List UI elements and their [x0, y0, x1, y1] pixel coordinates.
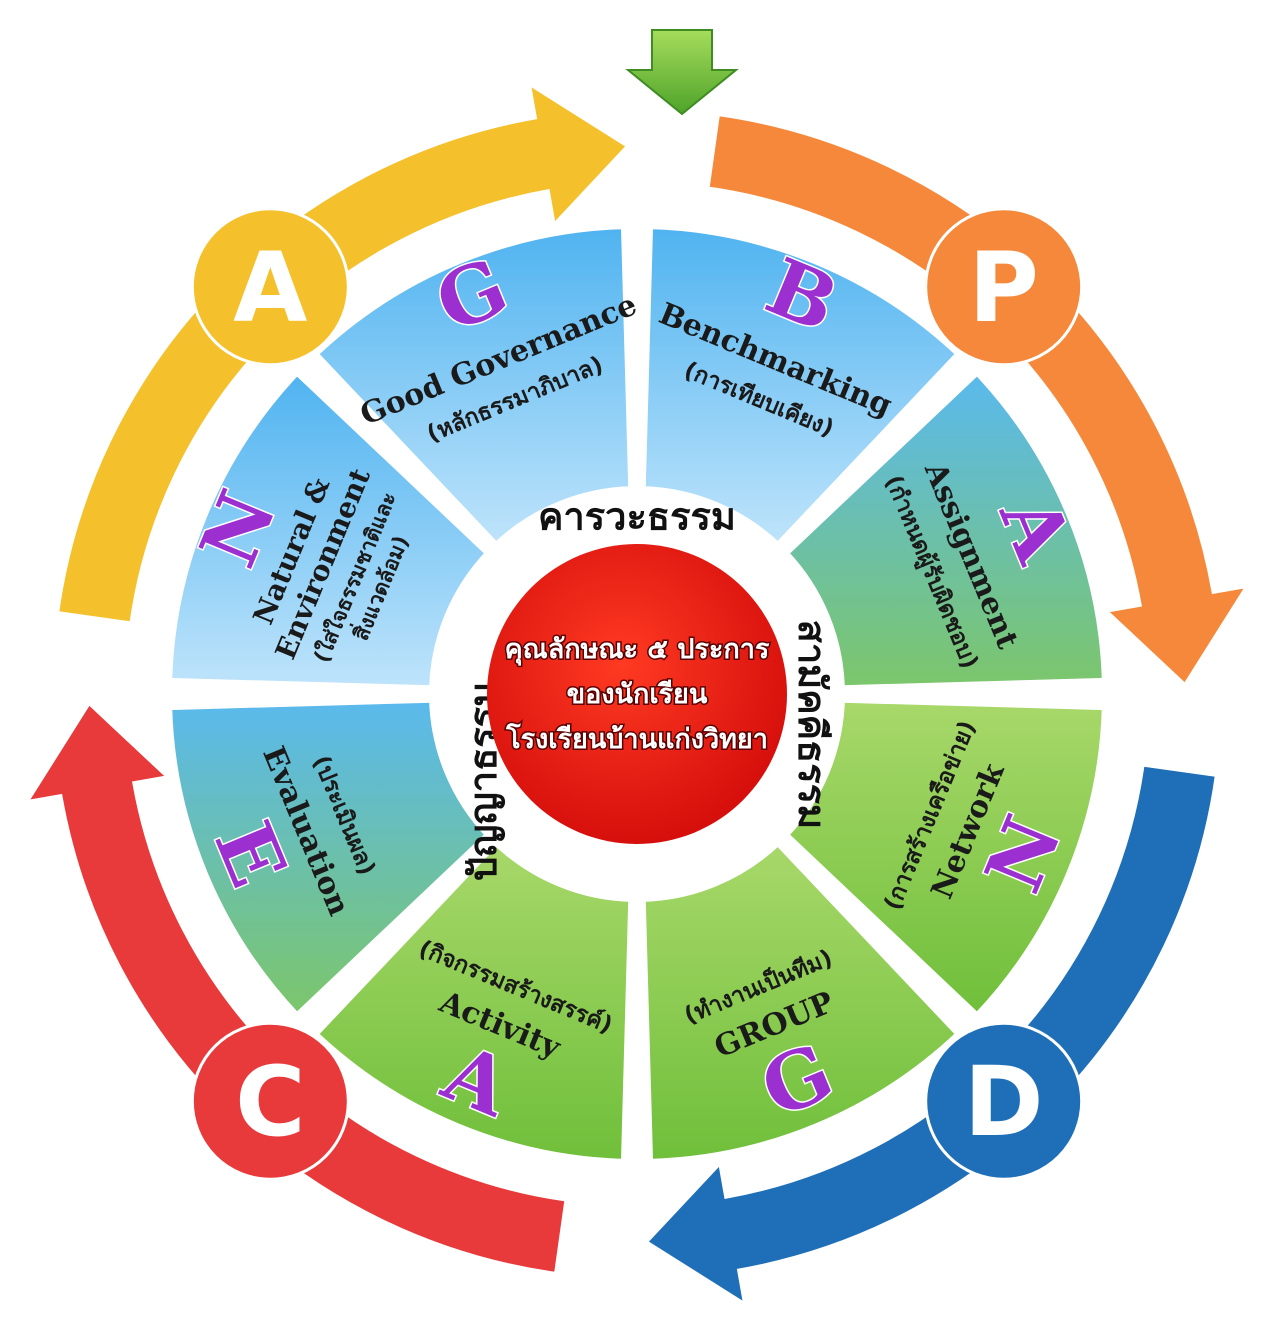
cycle-arrow-c: C — [24, 701, 568, 1276]
cycle-arrow-p: P — [706, 112, 1250, 687]
center-circle — [487, 544, 787, 844]
wheel-segments: BBenchmarking(การเทียบเคียง)AAssignment(… — [166, 223, 1108, 1165]
cycle-badge — [924, 1021, 1084, 1181]
pdca-cycle: P D C A — [24, 81, 1250, 1307]
entry-arrow-icon — [625, 29, 739, 116]
cycle-badge — [190, 207, 350, 367]
cycle-arrow-d: D — [644, 763, 1219, 1307]
cycle-letter: D — [964, 1046, 1044, 1158]
cycle-letter: P — [969, 232, 1039, 344]
cycle-letter: C — [235, 1046, 305, 1158]
center-hub: คุณลักษณะ ๕ ประการ ของนักเรียน โรงเรียนบ… — [487, 544, 787, 844]
center-line-2: ของนักเรียน — [567, 679, 708, 710]
cycle-badge — [924, 207, 1084, 367]
cycle-badge — [190, 1021, 350, 1181]
cycle-arrow-a: A — [55, 81, 630, 625]
cycle-letter: A — [233, 232, 307, 344]
ring-word: คารวะธรรม — [538, 495, 736, 539]
center-line-1: คุณลักษณะ ๕ ประการ — [505, 634, 770, 666]
center-line-3: โรงเรียนบ้านแก่งวิทยา — [505, 722, 768, 755]
segment-letter: E — [196, 809, 303, 899]
ring-word: สามัคคีธรรม — [790, 620, 834, 829]
